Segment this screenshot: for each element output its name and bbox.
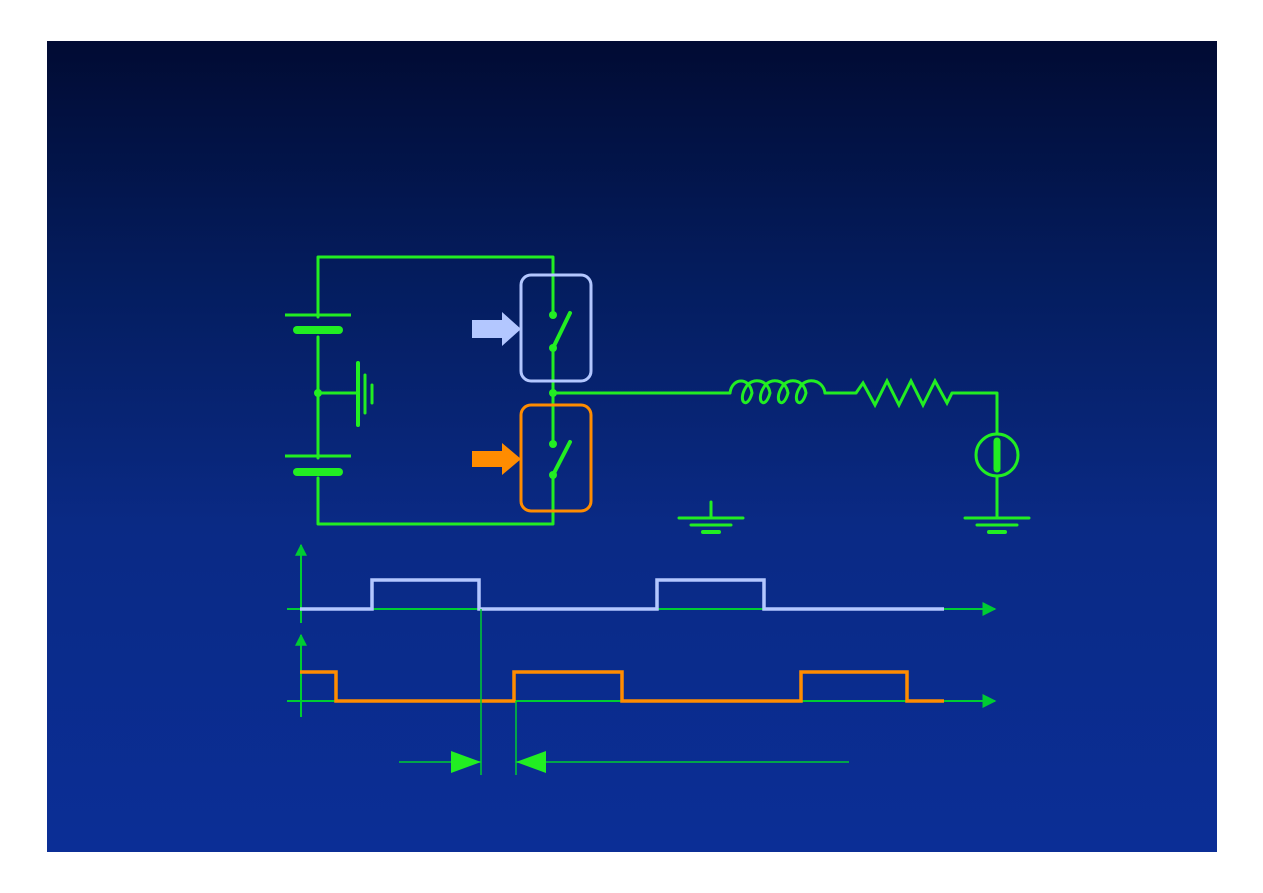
half-bridge-diagram xyxy=(285,255,1031,775)
switch-midpoint-node xyxy=(549,389,557,397)
midpoint-ground xyxy=(356,361,374,427)
circuit xyxy=(316,255,999,526)
dc-supply-upper-cell xyxy=(285,313,351,334)
current-source xyxy=(974,432,1020,478)
dead-time-interval xyxy=(399,751,849,773)
midpoint-node xyxy=(314,389,322,397)
low-side-switch[interactable] xyxy=(519,403,593,513)
wire-resistor-source xyxy=(950,391,999,436)
reference-ground xyxy=(677,500,745,534)
slide xyxy=(47,41,1217,852)
dc-supply-lower-cell xyxy=(285,454,351,476)
timing-diagram xyxy=(287,543,997,775)
high-side-switch[interactable] xyxy=(519,273,593,383)
inductor xyxy=(728,379,827,405)
wire-bottom-rail xyxy=(316,473,555,526)
low-side-gate-arrow xyxy=(472,443,521,475)
resistor xyxy=(854,377,954,409)
low-side-gate-signal xyxy=(300,670,944,703)
wire-top-rail xyxy=(316,255,555,319)
high-side-gate-arrow xyxy=(472,312,521,346)
high-side-gate-signal xyxy=(300,578,944,611)
load-ground xyxy=(963,516,1031,534)
